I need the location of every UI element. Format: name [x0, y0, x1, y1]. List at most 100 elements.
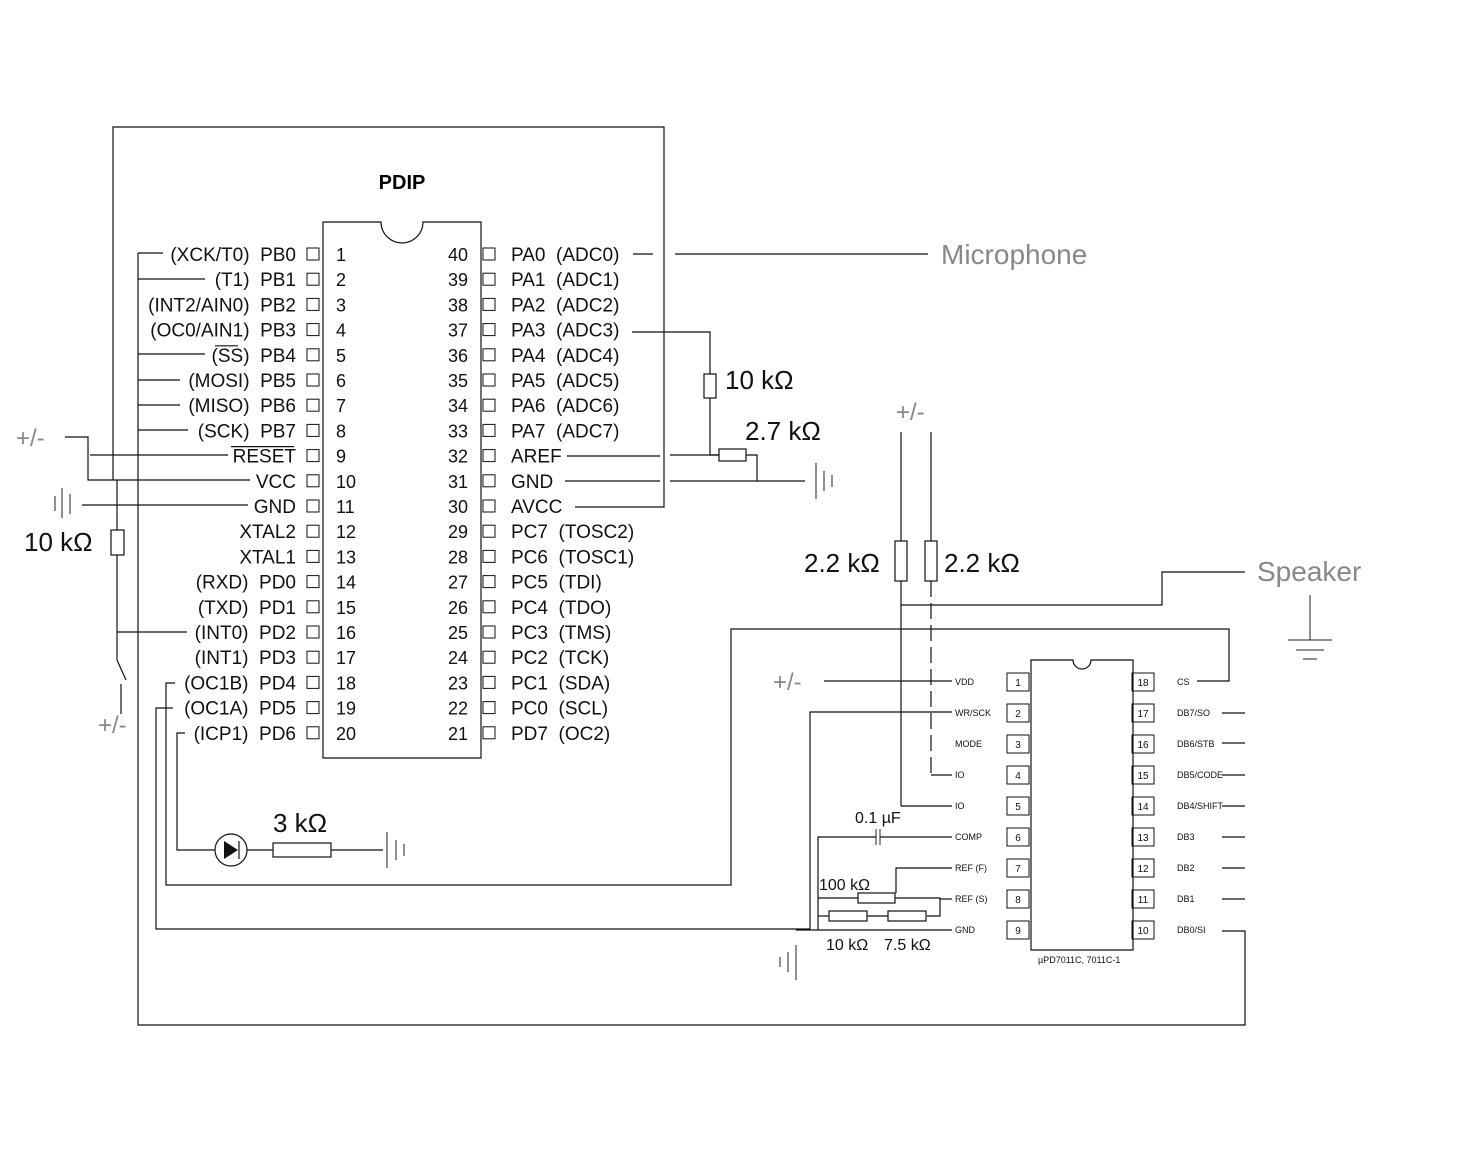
mcu-pin-label: PC6 (TOSC1)	[511, 547, 634, 568]
mcu-package-label: PDIP	[379, 172, 426, 194]
speech-pin-box	[1131, 920, 1155, 940]
mcu-pin-number: 26	[448, 598, 468, 618]
speech-pin-number: 13	[1137, 833, 1149, 844]
mcu-pin-pad	[306, 625, 320, 639]
speech-pin-number: 4	[1015, 771, 1021, 782]
speech-pin-number: 16	[1137, 740, 1149, 751]
mcu-pin-pad	[482, 524, 496, 538]
mcu-pin-pad	[482, 348, 496, 362]
mcu-pin-number: 16	[336, 623, 356, 643]
mcu-pin-number: 4	[336, 321, 346, 341]
mcu-pin-label: AVCC	[511, 497, 562, 518]
speech-pin-label: DB3	[1177, 832, 1195, 842]
mcu-pin-number: 34	[448, 396, 468, 416]
mcu-pin-pad	[306, 297, 320, 311]
mcu-pin-pad	[482, 600, 496, 614]
speech-pin-box	[1131, 734, 1155, 754]
mcu-pin-pad	[482, 625, 496, 639]
speech-pin-box	[1006, 889, 1030, 909]
mcu-pin-number: 22	[448, 699, 468, 719]
resistor-pa3-label: 10 kΩ	[725, 365, 794, 395]
mcu-pin-number: 15	[336, 598, 356, 618]
mcu-pin-pad	[482, 650, 496, 664]
mcu-pin-label: AREF	[511, 447, 562, 468]
speech-pin-label: COMP	[955, 832, 982, 842]
mcu-pin-pad	[482, 323, 496, 337]
mcu-pin-label: PA7 (ADC7)	[511, 421, 619, 442]
mcu-pin-label: (OC0/AIN1) PB3	[150, 321, 296, 342]
speech-pin-label: IO	[955, 770, 965, 780]
speech-pin-label: DB4/SHIFT	[1177, 801, 1224, 811]
speech-pin-label: VDD	[955, 677, 975, 687]
mcu-pin-label: (ICP1) PD6	[194, 724, 296, 745]
speech-pin-box	[1131, 858, 1155, 878]
led-circuit: 3 kΩ	[214, 808, 405, 868]
mcu-pin-pad	[482, 675, 496, 689]
speech-pin-box	[1006, 734, 1030, 754]
speech-pin-number: 3	[1015, 740, 1021, 751]
mcu-pin-number: 25	[448, 623, 468, 643]
mcu-pin-pad	[306, 650, 320, 664]
frame-wires	[112, 126, 1246, 1026]
speech-chip-part-label: µPD7011C, 7011C-1	[1038, 955, 1120, 965]
mcu-pin-pad	[482, 474, 496, 488]
mcu-pin-label: GND	[511, 472, 553, 493]
mcu-pin-pad	[482, 726, 496, 740]
speech-pin-label: REF (F)	[955, 863, 987, 873]
mcu-pin-label: (INT2/AIN0) PB2	[148, 295, 296, 316]
reset-circuit: 10 kΩ +/-	[24, 480, 187, 739]
mcu-pin-label: (OC1B) PD4	[184, 673, 296, 694]
mcu-pin-label: (INT1) PD3	[195, 648, 296, 669]
mcu-pin-label: PC7 (TOSC2)	[511, 522, 634, 543]
speech-pin-label: WR/SCK	[955, 708, 991, 718]
supply-vcc-label: +/-	[16, 425, 45, 452]
mcu-pin-pad	[306, 726, 320, 740]
speech-pin-label: DB2	[1177, 863, 1195, 873]
mcu-pin-pad	[482, 549, 496, 563]
mcu-pin-pad	[306, 524, 320, 538]
mcu-pin-number: 12	[336, 522, 356, 542]
mcu-pin-label: RESET	[233, 447, 297, 468]
speech-pin-box	[1131, 827, 1155, 847]
speech-pin-box	[1006, 703, 1030, 723]
resistor-ref-f	[857, 892, 896, 904]
vdd-supply: +/-	[773, 669, 952, 696]
mcu-pin-pad	[306, 247, 320, 261]
mcu-pin-number: 37	[448, 321, 468, 341]
speech-db-stubs	[1222, 712, 1245, 900]
speech-pin-number: 17	[1137, 709, 1149, 720]
mcu-pin-label: (RXD) PD0	[196, 573, 296, 594]
speaker-label: Speaker	[1257, 556, 1361, 587]
microphone-label: Microphone	[941, 239, 1087, 270]
mcu-pin-number: 10	[336, 472, 356, 492]
mcu-pin-number: 31	[448, 472, 468, 492]
mcu-pin-pad	[306, 549, 320, 563]
mcu-pin-number: 8	[336, 421, 346, 441]
resistor-ref-s2	[887, 910, 927, 922]
mcu-pin-label: PC4 (TDO)	[511, 598, 611, 619]
mcu-left-stubs	[90, 252, 228, 456]
speech-pin-number: 18	[1137, 678, 1149, 689]
speech-pin-label: DB6/STB	[1177, 739, 1215, 749]
mcu-pin-pad	[482, 575, 496, 589]
speech-pin-box	[1006, 920, 1030, 940]
supply-vdd-label: +/-	[773, 669, 802, 696]
resistor-led-label: 3 kΩ	[273, 808, 327, 838]
speech-pin-number: 5	[1015, 802, 1021, 813]
mcu-pin-number: 40	[448, 245, 468, 265]
mcu-pin-number: 13	[336, 547, 356, 567]
capacitor-comp-label: 0.1 µF	[855, 810, 901, 827]
mcu-pin-label: PC1 (SDA)	[511, 673, 610, 694]
speech-pin-label: IO	[955, 801, 965, 811]
speech-pin-number: 15	[1137, 771, 1149, 782]
speech-pin-box	[1006, 672, 1030, 692]
mcu-pin-label: (MISO) PB6	[188, 396, 296, 417]
resistor-io-1	[894, 540, 908, 582]
mcu-pin-number: 23	[448, 673, 468, 693]
mcu-pin-number: 32	[448, 447, 468, 467]
speech-pin-number: 12	[1137, 864, 1149, 875]
resistor-io-2	[924, 540, 938, 582]
